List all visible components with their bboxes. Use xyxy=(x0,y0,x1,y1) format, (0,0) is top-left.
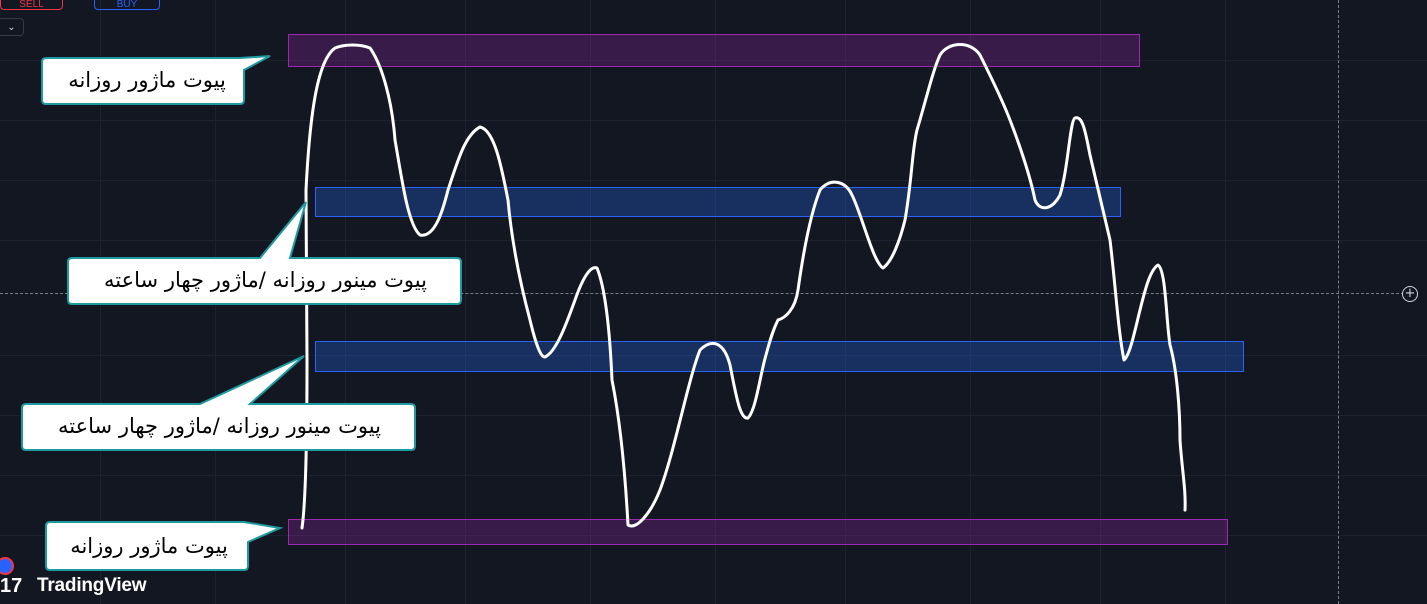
grid-line xyxy=(465,0,466,604)
grid-line xyxy=(0,475,1427,476)
crosshair-vertical-line xyxy=(1338,0,1339,604)
grid-line xyxy=(0,535,1427,536)
callout-major-bottom-text: پیوت ماژور روزانه xyxy=(70,534,228,558)
grid-line xyxy=(590,0,591,604)
minor-pivot-zone-lower[interactable] xyxy=(315,341,1244,372)
tradingview-logo-icon: 17 xyxy=(0,575,23,597)
price-path-drawing[interactable] xyxy=(300,43,1187,530)
callout-major-bottom[interactable] xyxy=(45,521,284,571)
plus-icon: + xyxy=(1404,286,1416,301)
grid-line xyxy=(1225,0,1226,604)
callout-major-top-text: پیوت ماژور روزانه xyxy=(68,68,226,92)
grid-line xyxy=(0,120,1427,121)
grid-line xyxy=(1100,0,1101,604)
country-flag-icon xyxy=(0,557,14,575)
sell-button[interactable]: SELL xyxy=(0,0,63,10)
crosshair-plus-button[interactable]: + xyxy=(1402,286,1418,302)
grid-line xyxy=(0,240,1427,241)
crosshair-horizontal-line xyxy=(0,293,1409,294)
grid-line xyxy=(845,0,846,604)
grid-line xyxy=(0,415,1427,416)
grid-line xyxy=(970,0,971,604)
callout-minor-lower[interactable] xyxy=(21,355,416,451)
minor-pivot-zone-upper[interactable] xyxy=(315,187,1121,217)
chevron-down-icon: ⌄ xyxy=(7,22,16,33)
collapse-chevron-button[interactable]: ⌄ xyxy=(0,18,24,36)
buy-button[interactable]: BUY xyxy=(94,0,160,10)
grid-line xyxy=(0,60,1427,61)
major-pivot-zone-top[interactable] xyxy=(288,34,1140,67)
callout-minor-lower-text: پیوت مینور روزانه /ماژور چهار ساعته xyxy=(58,414,381,438)
callout-major-top[interactable] xyxy=(41,55,271,105)
callout-minor-upper-text: پیوت مینور روزانه /ماژور چهار ساعته xyxy=(104,268,427,292)
grid-line xyxy=(0,355,1427,356)
grid-line xyxy=(0,180,1427,181)
grid-line xyxy=(715,0,716,604)
tradingview-logo-text: TradingView xyxy=(37,575,147,596)
callout-minor-upper[interactable] xyxy=(67,201,462,305)
major-pivot-zone-bottom[interactable] xyxy=(288,519,1228,545)
